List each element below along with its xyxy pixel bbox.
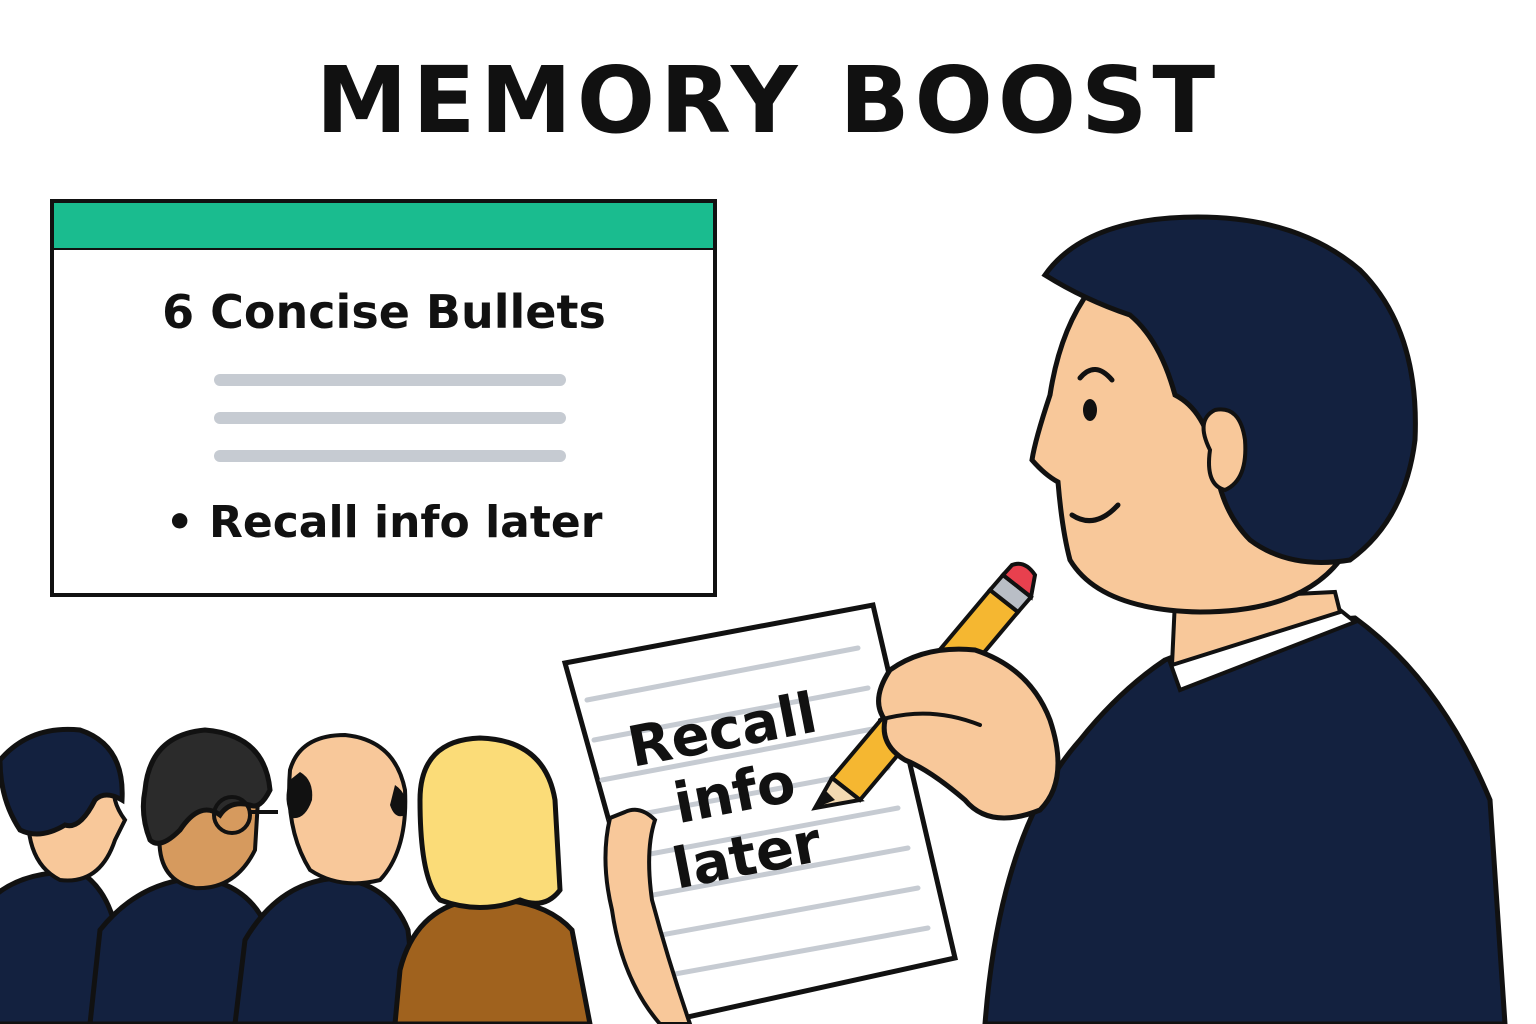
audience-member xyxy=(87,727,278,1024)
slide-header-bar xyxy=(54,203,713,249)
audience-member xyxy=(232,732,421,1024)
presenter xyxy=(982,214,1508,1024)
slide-heading: 6 Concise Bullets xyxy=(162,285,606,339)
slide-bullet: • Recall info later xyxy=(166,497,603,548)
audience xyxy=(0,726,593,1024)
notepad: Recall info later xyxy=(561,602,959,1024)
presentation-slide: 6 Concise Bullets • Recall info later xyxy=(50,199,717,597)
left-hand xyxy=(603,807,693,1024)
audience-member xyxy=(392,735,593,1024)
slide-placeholder-lines xyxy=(214,374,566,462)
right-hand xyxy=(876,646,1061,821)
page-title: MEMORY BOOST xyxy=(316,47,1220,154)
